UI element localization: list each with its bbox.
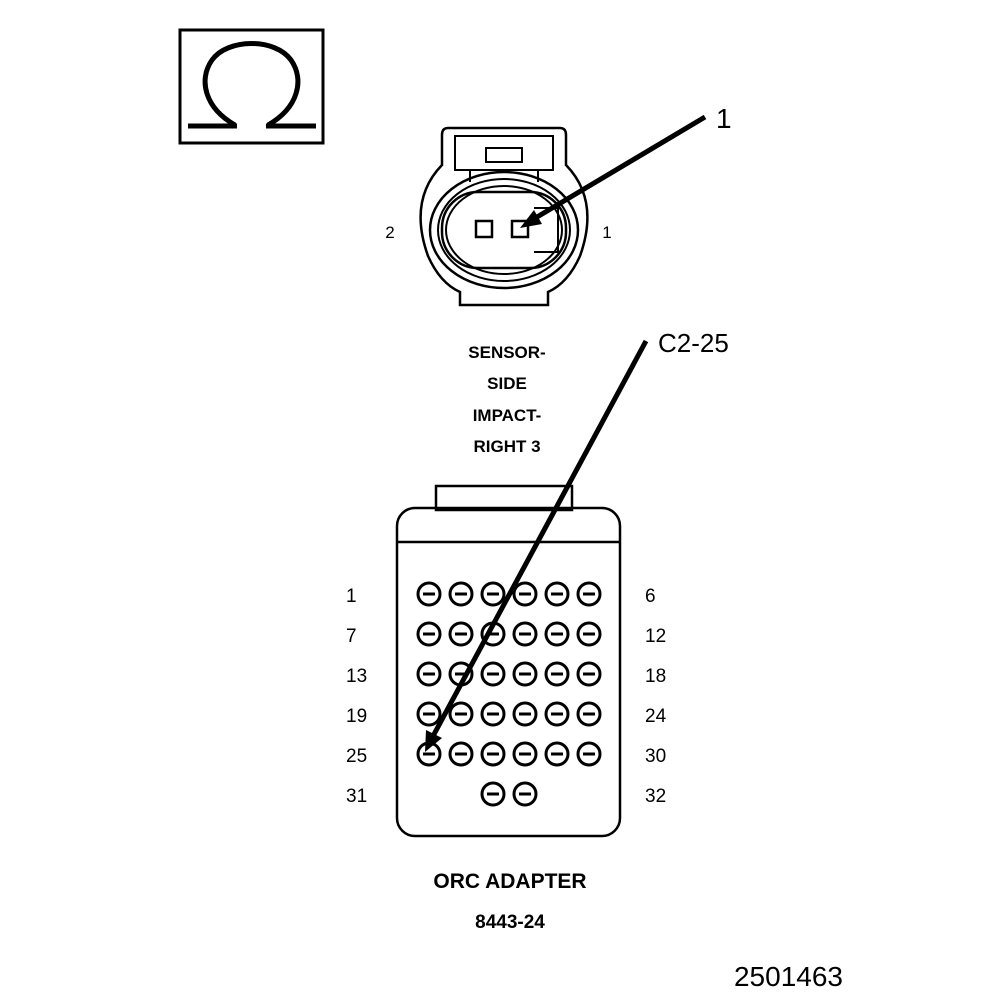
adapter-cavity-8 <box>448 621 474 647</box>
adapter-cavity-28 <box>512 741 538 767</box>
row-label-right: 32 <box>645 786 666 807</box>
sensor-pin-1 <box>510 219 530 239</box>
svg-text:RIGHT 3: RIGHT 3 <box>473 437 540 456</box>
adapter-cavity-11 <box>544 621 570 647</box>
ohm-icon <box>178 28 325 145</box>
callout-label-cavity: C2-25 <box>658 328 729 358</box>
row-label-left: 31 <box>346 786 367 807</box>
adapter-cavity-30 <box>576 741 602 767</box>
sensor-pin-2 <box>474 219 494 239</box>
adapter-cavity-13 <box>416 661 442 687</box>
sensor-title: SENSOR- SIDE IMPACT- RIGHT 3 <box>468 343 545 456</box>
adapter-cavity-3 <box>480 581 506 607</box>
adapter-cavity-6 <box>576 581 602 607</box>
adapter-cavity-32 <box>512 781 538 807</box>
adapter-cavity-16 <box>512 661 538 687</box>
row-label-right: 24 <box>645 706 667 727</box>
adapter-cavity-19 <box>416 701 442 727</box>
adapter-cavity-17 <box>544 661 570 687</box>
sensor-pin-label-right: 1 <box>602 223 611 242</box>
adapter-cavity-1 <box>416 581 442 607</box>
row-label-left: 7 <box>346 626 357 647</box>
row-label-left: 19 <box>346 706 367 727</box>
adapter-cavity-7 <box>416 621 442 647</box>
svg-text:SIDE: SIDE <box>487 374 527 393</box>
adapter-cavity-20 <box>448 701 474 727</box>
callout-label-pin1: 1 <box>716 103 732 134</box>
svg-text:IMPACT-: IMPACT- <box>473 406 542 425</box>
adapter-cavity-5 <box>544 581 570 607</box>
row-label-left: 25 <box>346 746 367 767</box>
row-label-right: 12 <box>645 626 666 647</box>
adapter-part-number: 8443-24 <box>475 912 545 933</box>
sensor-pin-label-left: 2 <box>385 223 394 242</box>
adapter-cavity-10 <box>512 621 538 647</box>
sensor-connector <box>419 126 589 307</box>
adapter-cavity-4 <box>512 581 538 607</box>
row-label-left: 1 <box>346 586 357 607</box>
adapter-cavity-21 <box>480 701 506 727</box>
svg-text:SENSOR-: SENSOR- <box>468 343 545 362</box>
adapter-cavity-29 <box>544 741 570 767</box>
callout-arrow-cavity <box>425 339 649 752</box>
adapter-cavity-15 <box>480 661 506 687</box>
orc-adapter <box>395 484 622 838</box>
row-label-left: 13 <box>346 666 367 687</box>
row-label-right: 6 <box>645 586 656 607</box>
adapter-cavity-22 <box>512 701 538 727</box>
row-label-right: 18 <box>645 666 666 687</box>
adapter-row-labels: 1 6 7 12 13 18 19 24 25 30 31 32 <box>346 586 667 807</box>
adapter-cavity-12 <box>576 621 602 647</box>
figure-id: 2501463 <box>734 961 843 992</box>
adapter-cavity-26 <box>448 741 474 767</box>
cavity-grid <box>416 581 602 807</box>
adapter-cavity-2 <box>448 581 474 607</box>
adapter-cavity-27 <box>480 741 506 767</box>
callout-arrow-pin1 <box>520 114 707 228</box>
adapter-cavity-24 <box>576 701 602 727</box>
adapter-cavity-31 <box>480 781 506 807</box>
adapter-name: ORC ADAPTER <box>433 870 586 893</box>
adapter-cavity-23 <box>544 701 570 727</box>
adapter-cavity-18 <box>576 661 602 687</box>
row-label-right: 30 <box>645 746 666 767</box>
